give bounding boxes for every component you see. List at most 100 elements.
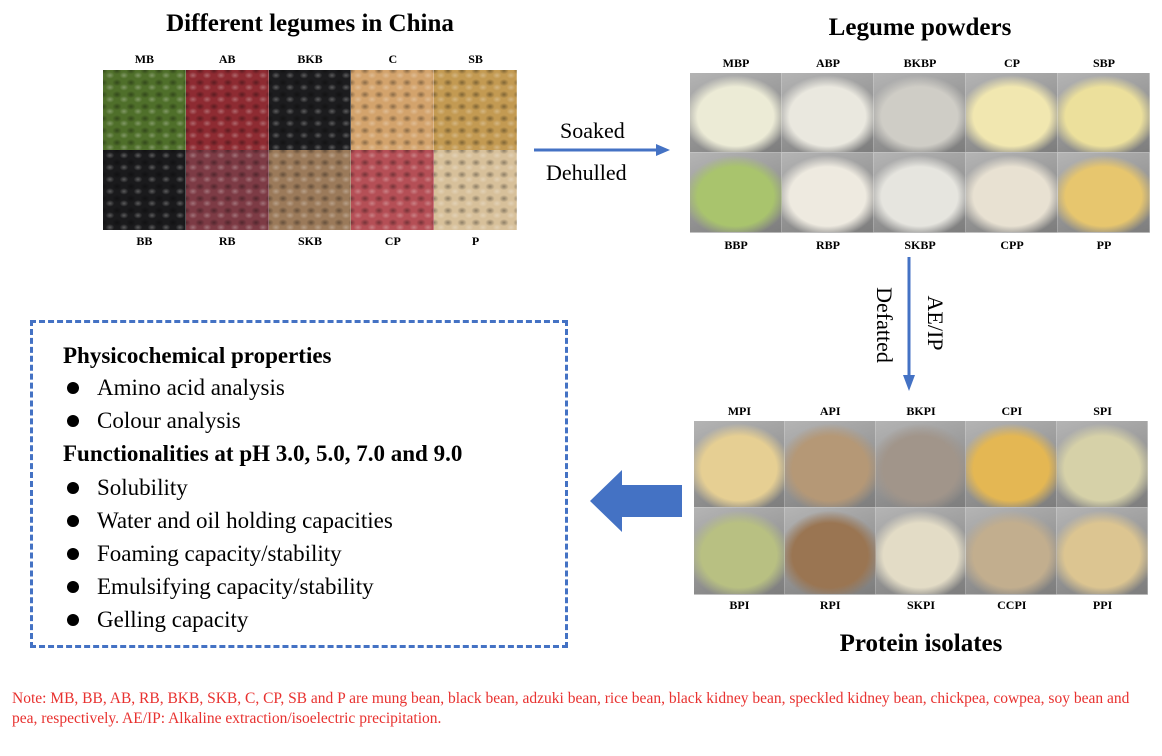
footnote: Note: MB, BB, AB, RB, BKB, SKB, C, CP, S…: [12, 690, 1130, 727]
properties-box: Physicochemical properties Amino acid an…: [30, 320, 568, 648]
property-item-label: Solubility: [97, 475, 188, 500]
isolate-label: BPI: [729, 598, 750, 612]
isolate-photo: [784, 508, 876, 595]
powder-label: CP: [1004, 56, 1020, 70]
powder-photo: [874, 153, 966, 233]
powder-label: RBP: [816, 238, 840, 252]
property-item-label: Foaming capacity/stability: [97, 541, 342, 566]
powder-photo: [966, 153, 1058, 233]
legume-photo: [185, 150, 269, 230]
legume-photo: [268, 70, 352, 150]
isolate-label: SPI: [1093, 404, 1112, 418]
property-item-label: Gelling capacity: [97, 607, 249, 632]
process-label-dehulled: Dehulled: [546, 160, 627, 185]
legume-photo: [268, 150, 352, 230]
process-label-aeip: AE/IP: [923, 295, 948, 351]
isolate-label: RPI: [819, 598, 841, 612]
powder-label: BBP: [724, 238, 748, 252]
bullet-icon: [67, 614, 79, 626]
properties-heading-physicochemical: Physicochemical properties: [63, 343, 332, 368]
powder-photo: [690, 73, 782, 153]
legume-photo: [351, 150, 435, 230]
isolate-photo: [875, 508, 967, 595]
property-item: Water and oil holding capacities: [63, 508, 393, 534]
bullet-icon: [67, 382, 79, 394]
legumes-title: Different legumes in China: [166, 10, 454, 37]
powder-label: SBP: [1092, 56, 1115, 70]
legume-photo: [103, 150, 186, 230]
powder-photo: [1058, 73, 1150, 153]
isolate-photo: [1057, 508, 1148, 595]
property-item: Emulsifying capacity/stability: [63, 574, 374, 600]
legume-label: C: [388, 52, 398, 66]
isolates-title: Protein isolates: [839, 630, 1003, 657]
property-item: Colour analysis: [63, 408, 241, 434]
isolate-label: SKPI: [906, 598, 935, 612]
isolate-label: CPI: [1001, 404, 1023, 418]
legume-photo: [351, 70, 435, 150]
powders-bottom-labels: BBP RBP SKBP CPP PP: [690, 238, 1150, 253]
powders-top-labels: MBP ABP BKBP CP SBP: [690, 56, 1150, 71]
legume-label: SB: [468, 52, 483, 66]
bullet-icon: [67, 515, 79, 527]
left-block-arrow-icon: [590, 470, 682, 532]
powder-photo: [966, 73, 1058, 153]
legume-label: SKB: [297, 234, 322, 248]
isolate-photo: [966, 508, 1058, 595]
powder-label: PP: [1096, 238, 1112, 252]
isolate-photo: [694, 421, 785, 508]
property-item-label: Water and oil holding capacities: [97, 508, 393, 533]
property-item-label: Colour analysis: [97, 408, 241, 433]
powder-photo: [690, 153, 782, 233]
isolate-label: PPI: [1092, 598, 1113, 612]
down-arrow-icon: [903, 257, 915, 391]
legume-photo: [434, 150, 517, 230]
legume-label: AB: [218, 52, 236, 66]
bullet-icon: [67, 415, 79, 427]
legume-label: MB: [134, 52, 155, 66]
isolate-photo: [694, 508, 785, 595]
legume-photo: [103, 70, 186, 150]
legume-label: BKB: [297, 52, 323, 66]
process-label-defatted: Defatted: [872, 287, 897, 363]
powder-photo: [782, 153, 874, 233]
powder-label: CPP: [1000, 238, 1024, 252]
isolate-photo: [966, 421, 1058, 508]
legume-photo: [434, 70, 517, 150]
property-item-label: Emulsifying capacity/stability: [97, 574, 374, 599]
isolates-top-labels: MPI API BKPI CPI SPI: [694, 404, 1148, 419]
powder-photo: [1058, 153, 1150, 233]
property-item: Solubility: [63, 475, 188, 501]
isolates-bottom-labels: BPI RPI SKPI CCPI PPI: [694, 598, 1148, 613]
property-item: Gelling capacity: [63, 607, 248, 633]
legume-label: CP: [384, 234, 401, 248]
bullet-icon: [67, 581, 79, 593]
bullet-icon: [67, 482, 79, 494]
isolates-photo-grid: [694, 421, 1148, 595]
powder-label: SKBP: [904, 238, 936, 252]
powder-photo: [782, 73, 874, 153]
powder-label: BKBP: [903, 56, 937, 70]
powder-label: ABP: [816, 56, 840, 70]
powder-label: MBP: [722, 56, 750, 70]
legume-label: BB: [136, 234, 153, 248]
legumes-bottom-labels: BB RB SKB CP P: [103, 234, 517, 249]
isolate-photo: [875, 421, 967, 508]
legume-photo: [185, 70, 269, 150]
powders-photo-grid: [690, 73, 1150, 233]
property-item-label: Amino acid analysis: [97, 375, 285, 400]
legume-label: RB: [218, 234, 236, 248]
properties-heading-functionalities: Functionalities at pH 3.0, 5.0, 7.0 and …: [63, 441, 463, 466]
isolate-label: CCPI: [997, 598, 1027, 612]
isolate-label: API: [819, 404, 841, 418]
isolate-photo: [1057, 421, 1148, 508]
bullet-icon: [67, 548, 79, 560]
legumes-photo-grid: [103, 70, 517, 230]
legumes-top-labels: MB AB BKB C SB: [103, 52, 517, 67]
property-item: Foaming capacity/stability: [63, 541, 342, 567]
isolate-photo: [784, 421, 876, 508]
powder-photo: [874, 73, 966, 153]
legume-label: P: [471, 234, 480, 248]
isolate-label: BKPI: [906, 404, 936, 418]
property-item: Amino acid analysis: [63, 375, 285, 401]
